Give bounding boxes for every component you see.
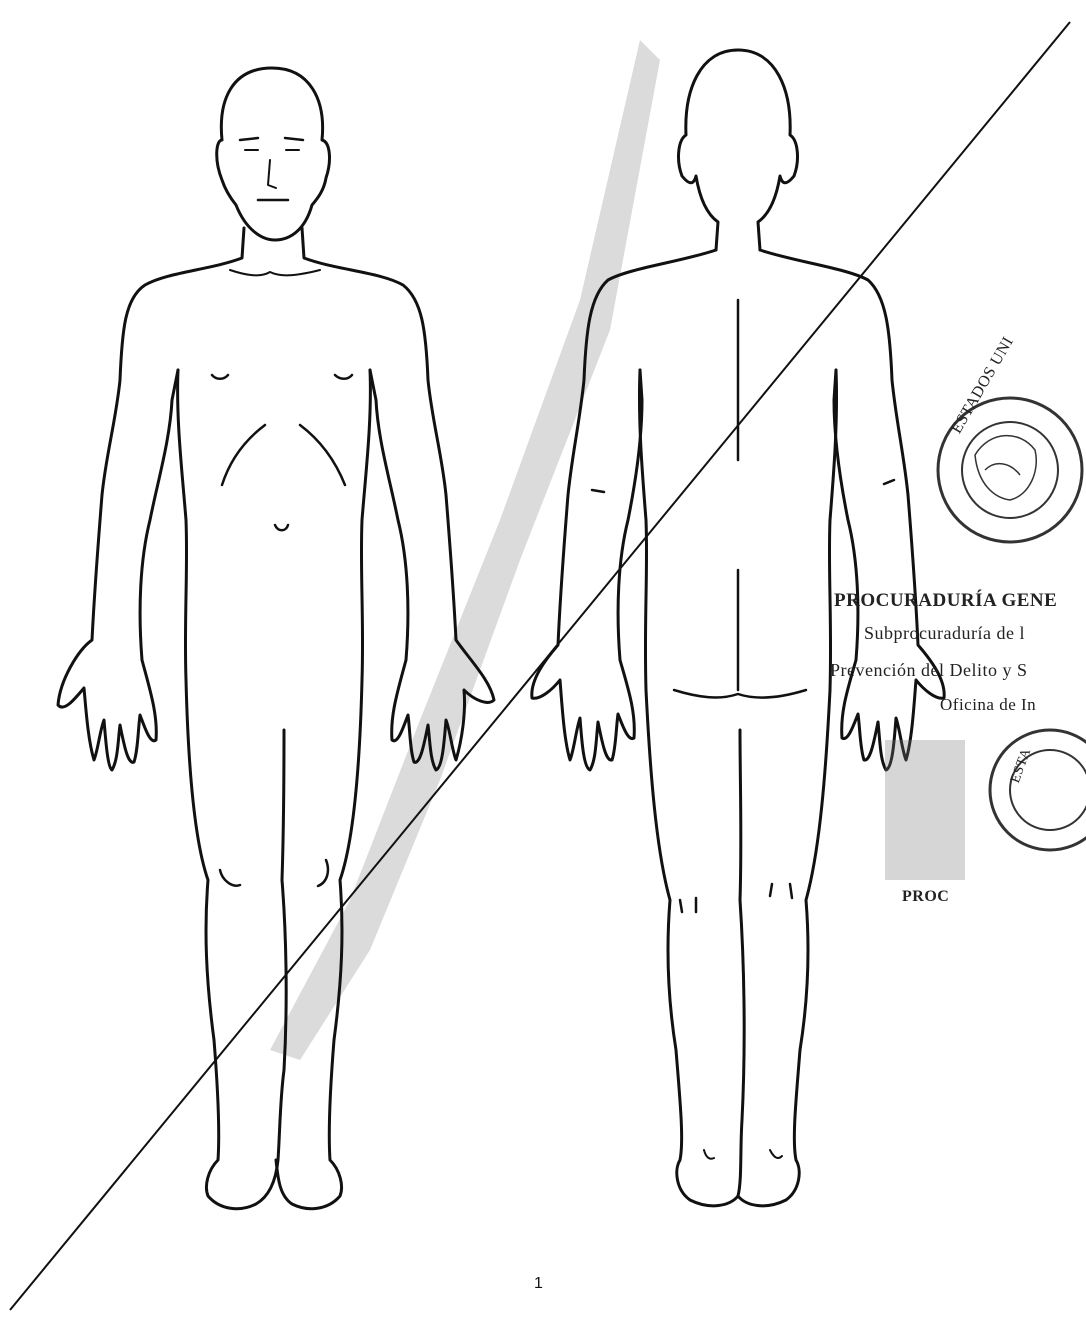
stamp-line-3: Prevención del Delito y S — [830, 660, 1027, 681]
stamp-smudge — [885, 740, 965, 880]
stamp-line-1: PROCURADURÍA GENE — [834, 590, 1057, 612]
stamp-line-2: Subprocuraduría de l — [864, 623, 1025, 644]
page-number: 1 — [534, 1275, 543, 1293]
stamp-line-4: Oficina de In — [940, 695, 1036, 715]
photocopy-smudge — [270, 40, 660, 1060]
front-body-diagram — [58, 68, 494, 1209]
second-seal-stamp — [990, 730, 1086, 850]
second-stamp-line-1: PROC — [902, 888, 949, 906]
